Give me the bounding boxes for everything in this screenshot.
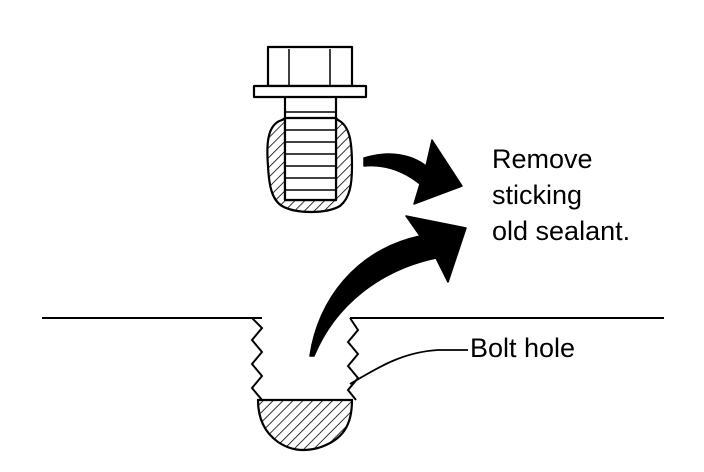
bolt-threads	[285, 129, 336, 191]
bolt-shank	[283, 116, 338, 202]
hole-thread-left	[250, 317, 264, 401]
bolt-flange	[252, 84, 368, 99]
instruction-line-3: old sealant.	[492, 216, 630, 246]
bolt-hole-label: Bolt hole	[470, 333, 575, 363]
arrow-from-hole	[309, 215, 467, 357]
bolt-hole-section	[42, 317, 664, 452]
bolt-hole-leader	[349, 349, 468, 385]
instruction-line-1: Remove	[492, 144, 593, 174]
bolt	[252, 45, 368, 214]
hole-bottom-sealant	[256, 398, 354, 452]
arrow-from-bolt	[363, 139, 463, 205]
bolt-head	[266, 45, 354, 88]
instruction-line-2: sticking	[492, 180, 582, 210]
hole-thread-right	[346, 317, 360, 401]
